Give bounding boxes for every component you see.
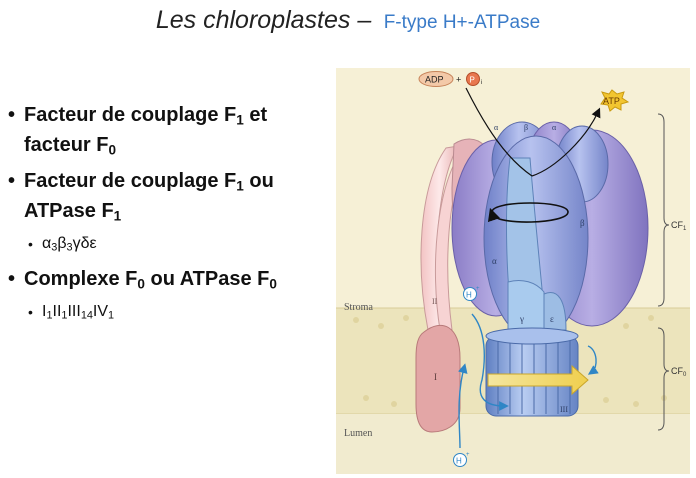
bullet-dot: • [28,304,33,320]
atp-arrow [531,107,601,177]
subscript: 1 [236,178,244,194]
adp-arrow [465,87,533,177]
bullet-text: ou ATPase F [24,170,274,222]
subscript: 1 [236,112,244,128]
gamma-subunit [507,279,545,331]
bullet-dot: • [8,104,16,126]
slide-title: Les chloroplastes – F-type H+-ATPase [0,6,696,35]
subscript: 1 [46,309,53,322]
alpha-label-front: α [492,256,497,266]
alpha-label-top-right: α [552,123,557,132]
subscript: 3 [51,241,58,254]
svg-text:+: + [466,452,470,458]
atp-star-icon: ATP [600,89,630,112]
sub-bullet-f1-composition: • α3β3γδε [28,232,333,256]
svg-text:ATP: ATP [603,96,620,106]
epsilon-label: ε [550,314,554,324]
cf0-bracket [657,327,670,431]
formula-text: IV [92,303,109,320]
svg-text:+: + [456,75,461,85]
bullet-dot: • [8,268,16,290]
lumen-region [336,414,690,474]
subscript: 1 [61,309,68,322]
subscript: 1 [113,208,122,224]
svg-text:H: H [456,457,462,466]
proton-path-entry [471,313,509,411]
bullet-text: Facteur de couplage F [24,170,237,192]
formula-text: I [42,303,47,320]
subscript: 1 [108,309,115,322]
epsilon-subunit [543,292,567,331]
beta-label-top: β [524,123,528,132]
alpha-label-top: α [494,123,499,132]
svg-text:P: P [470,76,475,85]
subunit-i [415,324,461,433]
formula-text: γδε [72,235,97,252]
stroma-label: Stroma [344,302,373,313]
cf1-label: CF1 [671,220,687,232]
svg-text:H: H [466,291,472,300]
bullet-dot: • [8,170,16,192]
h-plus-stroma-icon: H + [463,286,480,301]
subunit-iii-label: III [560,405,568,414]
svg-text:i: i [481,80,482,86]
bullet-coupling-f1-f0: • Facteur de couplage F1 et facteur F0 [8,100,333,160]
bullet-list: • Facteur de couplage F1 et facteur F0 •… [8,100,333,332]
formula-text: II [52,303,62,320]
c-ring-subunit-iii [485,327,579,417]
bullet-coupling-f1-atpase: • Facteur de couplage F1 ou ATPase F1 [8,166,333,226]
title-main: Les chloroplastes – [155,6,372,34]
bullet-text: et facteur F [24,104,268,156]
rotation-arrow [487,202,569,223]
proton-translocation-arrow [487,364,589,396]
adp-pi-label: ADP + P i [418,71,482,87]
subscript: 0 [137,276,145,292]
subscript: 3 [66,241,73,254]
h-plus-lumen-icon: H + [453,452,470,467]
beta-label-right: β [580,218,585,228]
svg-text:+: + [476,286,480,292]
subscript: 0 [108,142,117,158]
subunit-ii-label: II [432,297,438,306]
gamma-label: γ [519,314,524,324]
proton-path-lumen [458,363,468,449]
svg-text:ADP: ADP [425,75,444,85]
formula-text: β [57,235,67,252]
proton-path-ring [587,345,599,375]
subunit-i-label: I [434,372,437,382]
subscript: 0 [269,276,277,292]
bullet-text: Facteur de couplage F [24,104,237,126]
bullet-text: ou ATPase F [144,268,270,290]
cf1-bracket [657,113,670,307]
lumen-label: Lumen [344,428,372,439]
formula-text: III [67,303,81,320]
bullet-dot: • [28,236,33,252]
subscript: 14 [80,309,93,322]
sub-bullet-f0-composition: • I1II1III14IV1 [28,300,333,324]
formula-text: α [42,235,52,252]
cf0-label: CF0 [671,366,687,378]
atp-synthase-figure: CF1 CF0 Stroma Lumen II δ γ ε [336,68,690,474]
atp-synthase-diagram: CF1 CF0 Stroma Lumen II δ γ ε [336,68,690,474]
bullet-complex-f0: • Complexe F0 ou ATPase F0 [8,264,333,294]
title-subtitle: F-type H+-ATPase [383,12,541,33]
bullet-text: Complexe F [24,268,138,290]
